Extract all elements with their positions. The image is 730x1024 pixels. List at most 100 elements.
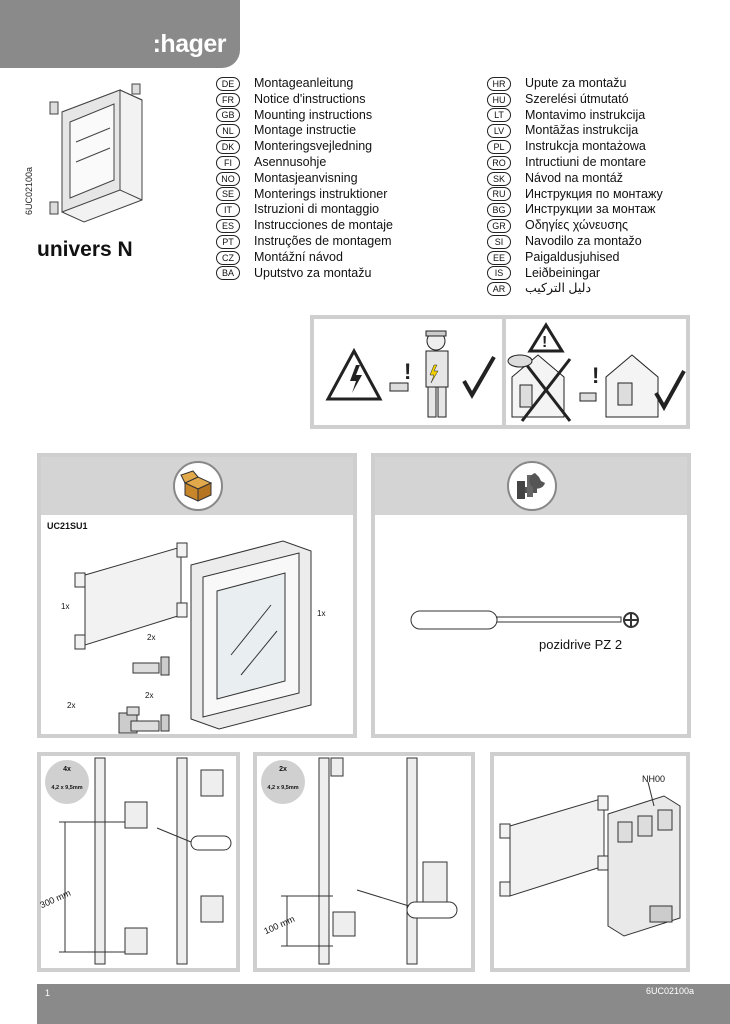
language-label: Monterings instruktioner (254, 186, 388, 201)
safety-warning-panel: ! ! ! (310, 315, 690, 429)
page-footer: 1 6UC02100a (37, 984, 730, 1024)
language-code: IT (216, 203, 240, 218)
language-row: SE Monterings instruktioner (216, 187, 393, 203)
language-row: RU Инструкция по монтажу (487, 187, 663, 203)
language-label: Istruzioni di montaggio (254, 202, 380, 217)
step-2-illustration (281, 757, 458, 965)
language-label: Monteringsvejledning (254, 139, 373, 154)
language-row: IS Leiðbeiningar (487, 266, 663, 282)
product-code-vertical: 6UC02100a (24, 166, 34, 215)
language-row: DK Monteringsvejledning (216, 139, 393, 155)
screw-badge: 4x 4,2 x 9,5mm (45, 760, 89, 804)
language-row: NL Montage instructie (216, 123, 393, 139)
language-row: BA Uputstvo za montažu (216, 266, 393, 282)
language-code: LV (487, 124, 511, 139)
package-contents-illustration (74, 540, 312, 734)
language-code: BG (487, 203, 511, 218)
language-row: RO Intructiuni de montare (487, 155, 663, 171)
language-label: Montasjeanvisning (254, 170, 358, 185)
language-row: NO Montasjeanvisning (216, 171, 393, 187)
package-contents-section: UC21SU1 1x 1x 2x 2x 2x (37, 453, 357, 738)
language-label: Asennusohje (254, 154, 327, 169)
svg-text:!: ! (542, 334, 547, 351)
language-label: Instruções de montagem (254, 233, 392, 248)
language-label: Инструкция по монтажу (525, 186, 663, 201)
language-code: LT (487, 108, 511, 123)
language-row: GB Mounting instructions (216, 108, 393, 124)
language-code: HR (487, 76, 511, 91)
language-code: PL (487, 140, 511, 155)
kit-reference: UC21SU1 (47, 521, 88, 531)
language-code: DK (216, 140, 240, 155)
language-row: LV Montāžas instrukcija (487, 123, 663, 139)
language-row: CZ Montážní návod (216, 250, 393, 266)
language-label: Instrukcja montażowa (525, 139, 646, 154)
product-illustration (40, 82, 146, 232)
language-label: Leiðbeiningar (525, 265, 601, 280)
language-row: PL Instrukcja montażowa (487, 139, 663, 155)
language-label: Montageanleitung (254, 76, 354, 90)
language-label: Paigaldusjuhised (525, 249, 620, 264)
language-code: GB (216, 108, 240, 123)
language-code: NL (216, 124, 240, 139)
product-name: univers N (37, 238, 133, 261)
language-code: CZ (216, 250, 240, 265)
language-label: Montāžas instrukcija (525, 123, 639, 138)
language-code: BA (216, 266, 240, 281)
screw-badge: 2x 4,2 x 9,5mm (261, 760, 305, 804)
language-label: Инструкции за монтаж (525, 202, 656, 217)
language-label: Mounting instructions (254, 107, 373, 122)
step-1-panel: 4x 4,2 x 9,5mm 300 mm (37, 752, 240, 972)
qty-bracket: 2x (67, 701, 76, 710)
screw-size: 4,2 x 9,5mm (51, 785, 83, 791)
divider (502, 319, 506, 425)
step-3-illustration (499, 781, 681, 937)
language-code: NO (216, 171, 240, 186)
screw-qty: 4x (63, 766, 71, 773)
hager-logo: :hager (152, 30, 227, 58)
language-code: FI (216, 155, 240, 170)
language-code: AR (487, 282, 511, 297)
language-label: Montážní návod (254, 249, 343, 264)
language-code: HU (487, 92, 511, 107)
language-code: SE (216, 187, 240, 202)
language-label: Instrucciones de montaje (254, 218, 393, 233)
open-box-icon (173, 461, 223, 511)
breaker-label: NH00 (642, 774, 666, 784)
language-label: Montage instructie (254, 123, 357, 138)
language-code: GR (487, 219, 511, 234)
language-code: IS (487, 266, 511, 281)
svg-text:!: ! (592, 363, 599, 388)
section-header (375, 457, 687, 515)
svg-text:!: ! (404, 359, 411, 384)
tools-icon (507, 461, 557, 511)
step-1-illustration (59, 757, 232, 965)
language-row: DE Montageanleitung (216, 76, 393, 92)
language-label: Uputstvo za montažu (254, 265, 372, 280)
language-code: SK (487, 171, 511, 186)
language-code: FR (216, 92, 240, 107)
language-row: HR Upute za montažu (487, 76, 663, 92)
language-label: Upute za montažu (525, 76, 627, 90)
language-code: RO (487, 155, 511, 170)
language-label: Intructiuni de montare (525, 154, 646, 169)
step-2-panel: 2x 4,2 x 9,5mm 100 mm (253, 752, 475, 972)
screw-qty: 2x (279, 766, 287, 773)
language-code: DE (216, 76, 240, 91)
qty-slider: 2x (145, 691, 154, 700)
language-code: RU (487, 187, 511, 202)
language-row: IT Istruzioni di montaggio (216, 202, 393, 218)
step-3-panel: NH00 (490, 752, 690, 972)
house-warning-illustration: ! ! (507, 322, 686, 422)
electrician-warning-illustration: ! (325, 330, 496, 418)
